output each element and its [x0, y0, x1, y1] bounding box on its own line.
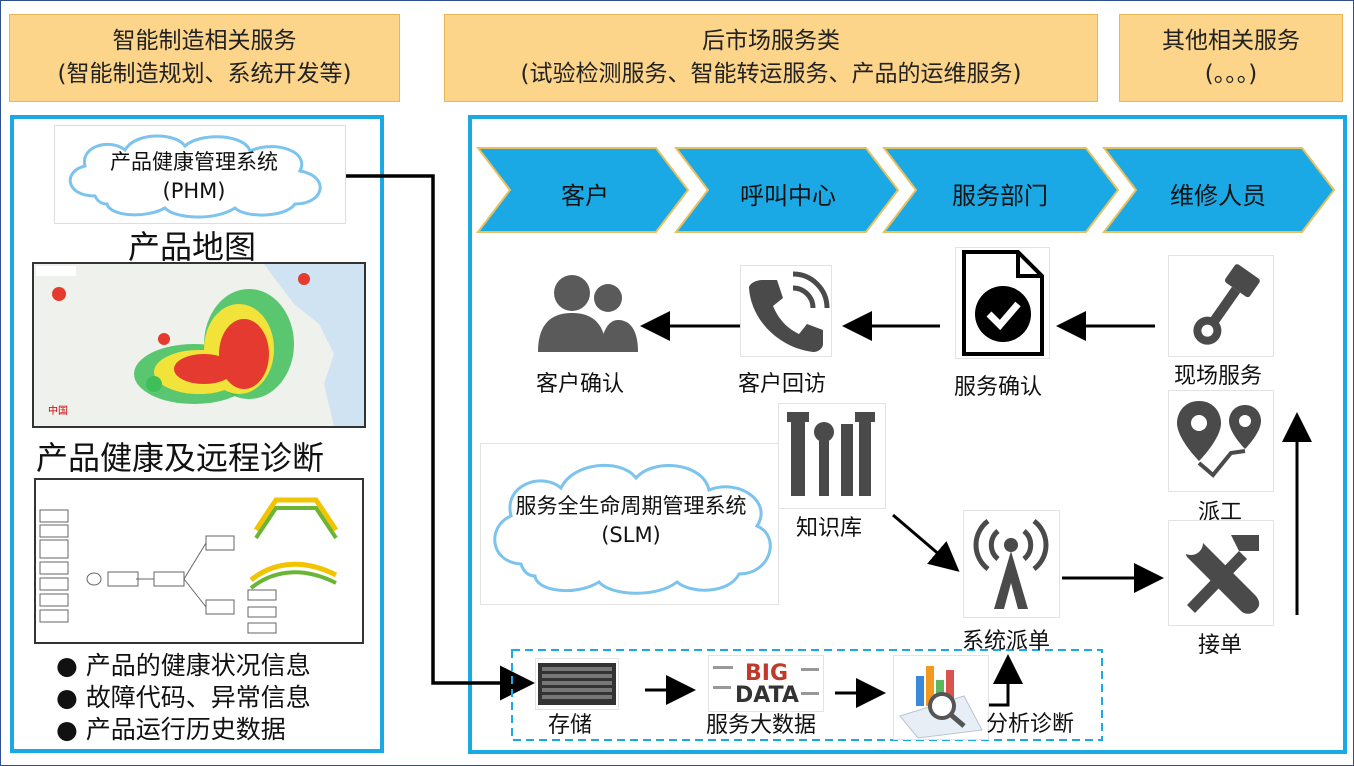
header-subtitle: (。。。) [1204, 61, 1258, 87]
phm-abbr: (PHM) [162, 179, 226, 203]
bullet-fault-code: ● 故障代码、异常信息 [56, 683, 311, 712]
chevron-label: 服务部门 [952, 182, 1048, 210]
accept-label: 接单 [1198, 633, 1243, 658]
bullet-text: 故障代码、异常信息 [85, 683, 311, 712]
chevron-label: 维修人员 [1170, 182, 1266, 210]
chevron-repair-staff [1101, 147, 1336, 233]
map-pin-route-icon [1168, 390, 1274, 492]
bullet-text: 产品的健康状况信息 [85, 651, 311, 680]
analysis-label: 分析诊断 [986, 712, 1075, 737]
piston-icon [1168, 255, 1274, 357]
chevron-call-center [673, 147, 900, 233]
chevron-label: 客户 [561, 182, 609, 210]
customer-revisit-label: 客户回访 [738, 372, 827, 397]
chevron-customer [476, 147, 690, 233]
header-other: 其他相关服务 (。。。) [1119, 14, 1343, 102]
process-chevrons [476, 147, 1336, 233]
phm-label: 产品健康管理系统 (PHM) [84, 148, 304, 206]
bullet-text: 产品运行历史数据 [85, 715, 286, 744]
arrow-analysis-to-dispatch [985, 654, 1023, 707]
bullet-history: ● 产品运行历史数据 [56, 715, 286, 744]
slm-label: 服务全生命周期管理系统 (SLM) [490, 492, 772, 550]
tools-icon [1168, 520, 1274, 626]
field-service-label: 现场服务 [1174, 364, 1263, 389]
customer-confirm-label: 客户确认 [536, 372, 625, 397]
slm-name: 服务全生命周期管理系统 [515, 494, 747, 518]
antenna-tower-icon [963, 510, 1060, 618]
bullet-health-info: ● 产品的健康状况信息 [56, 651, 311, 680]
slm-abbr: (SLM) [601, 523, 661, 547]
big-data-icon: BIG DATA [708, 655, 824, 712]
slm-cloud-box [480, 443, 779, 605]
header-title: 智能制造相关服务 [112, 28, 297, 54]
system-dispatch-label: 系统派单 [962, 629, 1051, 654]
phm-cloud-box [54, 125, 346, 224]
chevron-service-dept [881, 147, 1120, 233]
cloud-icon [493, 463, 772, 595]
product-map-title: 产品地图 [128, 228, 257, 266]
phm-name: 产品健康管理系统 [110, 150, 278, 174]
users-icon [530, 268, 640, 354]
analysis-chart-icon [893, 655, 989, 740]
product-map-image: 中国 [32, 262, 366, 428]
chevron-label: 呼叫中心 [740, 182, 836, 210]
flow-graphic [39, 497, 339, 634]
phm-to-storage-connector [346, 174, 535, 701]
header-smart-manufacturing: 智能制造相关服务 (智能制造规划、系统开发等) [9, 14, 400, 102]
arrow-knowledge-to-dispatch [892, 513, 960, 572]
heatmap-graphic: 中国 [34, 264, 364, 426]
header-subtitle: (试验检测服务、智能转运服务、产品的运维服务) [520, 61, 1022, 87]
right-panel [468, 115, 1347, 754]
server-storage-icon [535, 658, 619, 710]
document-check-icon [955, 247, 1050, 359]
service-confirm-label: 服务确认 [954, 375, 1043, 400]
cloud-icon [68, 134, 322, 219]
map-country-label: 中国 [48, 404, 68, 417]
header-title: 后市场服务类 [702, 28, 840, 54]
diagnosis-title: 产品健康及远程诊断 [36, 439, 325, 477]
bigdata-dashed-box [511, 649, 1103, 741]
big-data-label: 服务大数据 [706, 713, 817, 738]
left-panel [10, 115, 384, 753]
knowledge-base-label: 知识库 [796, 516, 863, 541]
big-data-logo-text: DATA [735, 683, 799, 708]
wrench-set-icon [778, 403, 886, 509]
header-subtitle: (智能制造规划、系统开发等) [57, 61, 352, 87]
big-data-logo-text: BIG [745, 661, 788, 686]
header-aftermarket: 后市场服务类 (试验检测服务、智能转运服务、产品的运维服务) [444, 14, 1098, 102]
storage-label: 存储 [548, 713, 593, 738]
diagnosis-flow-image [34, 478, 364, 644]
phone-icon [740, 265, 832, 357]
header-title: 其他相关服务 [1162, 28, 1300, 54]
